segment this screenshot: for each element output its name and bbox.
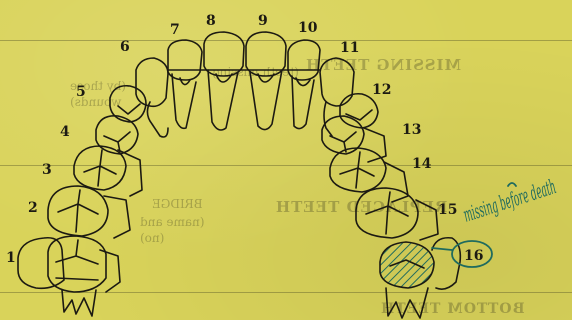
tooth-7 [168,40,202,128]
tooth-number-6: 6 [120,39,130,55]
tooth-number-1: 1 [6,250,16,266]
tooth-number-13: 13 [402,122,421,138]
tooth-number-14: 14 [412,156,432,172]
tooth-number-16: 16 [464,248,483,264]
tooth-number-4: 4 [60,124,70,140]
tooth-number-15: 15 [438,202,457,218]
tooth-4 [96,116,138,154]
tooth-15 [356,188,438,240]
tooth-2 [48,186,130,238]
tooth-number-12: 12 [372,82,391,98]
tooth-14 [330,148,408,202]
tooth-number-9: 9 [258,13,268,29]
tooth-1 [18,236,120,316]
handwriting-text: missing before death [460,174,559,226]
tooth-8 [204,32,244,130]
tooth-number-8: 8 [206,13,216,29]
tooth-number-7: 7 [170,22,180,38]
tooth-number-11: 11 [340,40,359,56]
tooth-number-5: 5 [76,84,86,100]
tooth-6 [136,58,168,137]
tooth-3 [74,146,142,196]
tooth-number-2: 2 [28,200,38,216]
hatch-pointer [432,248,452,250]
tooth-13 [322,116,386,162]
tooth-number-10: 10 [298,20,318,36]
tooth-number-3: 3 [42,162,52,178]
tooth-9 [246,32,286,130]
tooth-10 [288,40,320,129]
